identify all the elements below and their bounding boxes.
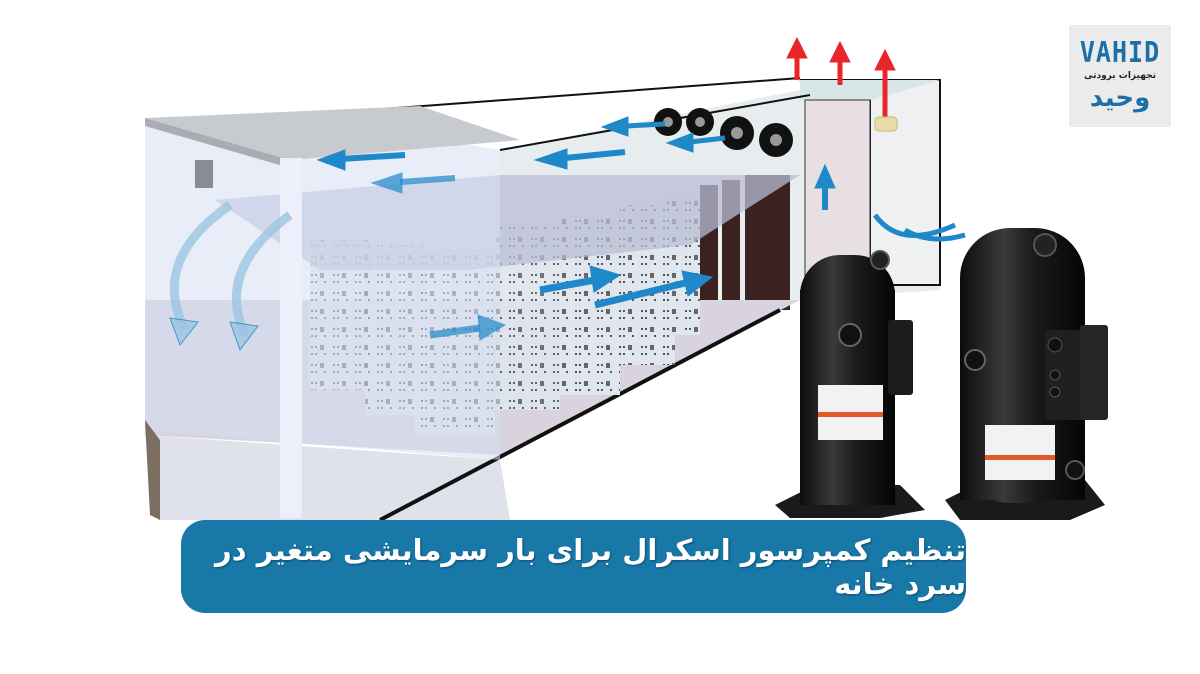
cold-room bbox=[145, 77, 941, 522]
heat-arrow-icon bbox=[874, 48, 896, 117]
airflow-arrow-icon bbox=[370, 172, 456, 194]
title-banner: تنظیم کمپرسور اسکرال برای بار سرمایشی مت… bbox=[181, 520, 966, 613]
airflow-arrow-icon bbox=[533, 148, 626, 170]
logo-latin-text: VAHID bbox=[1079, 35, 1161, 69]
heat-arrows bbox=[786, 36, 898, 132]
scroll-compressor-small bbox=[775, 250, 925, 518]
heat-arrow-icon bbox=[829, 40, 851, 85]
banner-title: تنظیم کمپرسور اسکرال برای بار سرمایشی مت… bbox=[215, 532, 966, 601]
airflow-arrows bbox=[169, 116, 966, 352]
scroll-compressor-large bbox=[945, 228, 1108, 520]
airflow-arrow-icon bbox=[316, 149, 406, 171]
airflow-arrow-icon bbox=[539, 265, 622, 294]
brand-logo: VAHID تجهیزات برودتی وحید bbox=[1069, 25, 1171, 127]
airflow-arrow-icon bbox=[594, 270, 714, 309]
heat-arrow-icon bbox=[786, 36, 808, 80]
airflow-arrow-icon bbox=[600, 116, 666, 137]
logo-subtitle: تجهیزات برودتی bbox=[1083, 70, 1157, 81]
evaporator-fans bbox=[654, 108, 793, 157]
airflow-arrow-icon bbox=[814, 163, 836, 210]
airflow-arrow-icon bbox=[429, 314, 507, 341]
logo-persian-text: وحید bbox=[1089, 82, 1151, 113]
airflow-arrow-icon bbox=[665, 132, 726, 153]
